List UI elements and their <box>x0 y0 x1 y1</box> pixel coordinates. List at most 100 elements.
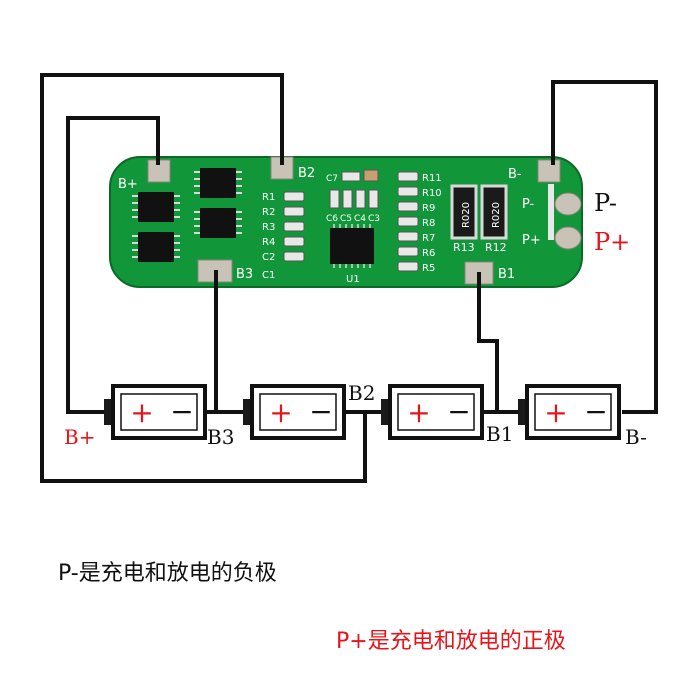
chip <box>138 192 174 222</box>
component-label-r7: R7 <box>422 233 435 244</box>
component-label-u1: U1 <box>346 274 360 285</box>
battery-plus: + <box>407 396 430 429</box>
pad-label-b3: B3 <box>236 267 253 282</box>
battery-1: + − <box>104 384 207 440</box>
shunt-resistor <box>450 184 478 240</box>
component-label-r5: R5 <box>422 263 435 274</box>
battery-cap <box>104 399 114 425</box>
battery-4: + − <box>518 384 621 440</box>
battery-3: + − <box>381 384 484 440</box>
component-label-r11: R11 <box>422 173 442 184</box>
battery-plus: + <box>269 396 292 429</box>
capacitor <box>368 189 379 209</box>
note-p-minus: P-是充电和放电的负极 <box>58 561 277 586</box>
capacitor <box>341 171 361 182</box>
resistor <box>397 261 419 272</box>
component-label-r6: R6 <box>422 248 435 259</box>
shunt-resistor <box>480 184 508 240</box>
component-label-r2: R2 <box>262 207 275 218</box>
wire-b2 <box>40 73 367 483</box>
resistor <box>397 201 419 212</box>
battery-minus: − <box>584 395 607 428</box>
chip <box>200 208 236 238</box>
battery-minus: − <box>309 395 332 428</box>
ic-body <box>330 228 374 264</box>
resistor <box>397 186 419 197</box>
component-label-c5: C5 <box>340 214 352 224</box>
note-p-plus: P+是充电和放电的正极 <box>336 629 566 654</box>
wire-label-b1: B1 <box>486 422 513 446</box>
battery-inner <box>120 393 198 431</box>
shunt-resistors: R020 R020 R13 R12 <box>450 184 508 254</box>
pcb-board: B+ B2 B3 B1 B- R1 R2 R3 R4 C2 <box>109 156 583 288</box>
battery-inner <box>534 393 612 431</box>
capacitor-tan <box>363 169 379 182</box>
battery-minus: − <box>447 395 470 428</box>
component-label-c3: C3 <box>368 214 380 224</box>
chip <box>138 232 174 262</box>
shunt-marking: R020 <box>461 202 472 228</box>
component-label-r8: R8 <box>422 218 435 229</box>
wire-b1 <box>477 272 499 412</box>
component-label-r4: R4 <box>262 237 275 248</box>
resistor <box>397 246 419 257</box>
pad-b-minus <box>537 159 561 183</box>
shunt-label-r13: R13 <box>453 241 475 254</box>
battery-cap <box>243 399 253 425</box>
component-label-r1: R1 <box>262 192 275 203</box>
resistor <box>397 216 419 227</box>
battery-inner <box>259 393 337 431</box>
battery-inner <box>397 393 475 431</box>
wire-label-b3: B3 <box>207 425 234 449</box>
pad-label-b2: B2 <box>298 166 315 181</box>
wire-label-b-plus: B+ <box>64 425 95 449</box>
component-label-c7: C7 <box>326 174 338 184</box>
shunt-marking: R020 <box>491 202 502 228</box>
capacitor <box>342 189 353 209</box>
battery-plus: + <box>130 396 153 429</box>
output-label-p-plus: P+ <box>594 228 630 256</box>
left-resistor-column: R1 R2 R3 R4 C2 C1 <box>262 191 305 281</box>
right-resistor-column: R11 R10 R9 R8 R7 R6 R5 <box>397 171 442 274</box>
board-label-p-minus: P- <box>522 197 535 212</box>
pad-label-b1: B1 <box>498 267 515 282</box>
pad-label-b-plus: B+ <box>118 177 138 192</box>
output-pad-strip <box>548 184 554 240</box>
pad-label-b-minus: B- <box>508 167 522 182</box>
battery-cap <box>381 399 391 425</box>
component-label-c6: C6 <box>326 214 338 224</box>
pad-p-minus <box>554 192 582 216</box>
resistor <box>283 221 305 232</box>
resistor <box>283 251 305 262</box>
resistor <box>283 206 305 217</box>
battery-plus: + <box>544 396 567 429</box>
output-label-p-minus: P- <box>594 189 617 217</box>
battery-cap <box>518 399 528 425</box>
chip <box>200 168 236 198</box>
capacitor <box>355 189 366 209</box>
capacitor <box>329 189 340 209</box>
resistor <box>397 171 419 182</box>
mosfet-chips <box>138 168 236 262</box>
resistor <box>283 236 305 247</box>
component-label-r10: R10 <box>422 188 442 199</box>
wire-b-minus <box>551 80 658 414</box>
component-label-c4: C4 <box>354 214 366 224</box>
shunt-label-r12: R12 <box>485 241 507 254</box>
resistor <box>397 231 419 242</box>
component-label-r3: R3 <box>262 222 275 233</box>
component-label-c2: C2 <box>262 252 275 263</box>
component-label-r9: R9 <box>422 203 435 214</box>
chip-pins <box>132 171 242 258</box>
component-label-c1: C1 <box>262 270 275 281</box>
battery-minus: − <box>170 395 193 428</box>
ic-u1: U1 <box>330 224 374 285</box>
wires <box>40 73 658 483</box>
wire-label-b-minus: B- <box>625 425 647 449</box>
resistor <box>283 191 305 202</box>
wire-label-b2: B2 <box>348 381 375 405</box>
battery-2: + − <box>243 384 346 440</box>
board-label-p-plus: P+ <box>522 233 541 248</box>
pad-p-plus <box>554 226 582 250</box>
